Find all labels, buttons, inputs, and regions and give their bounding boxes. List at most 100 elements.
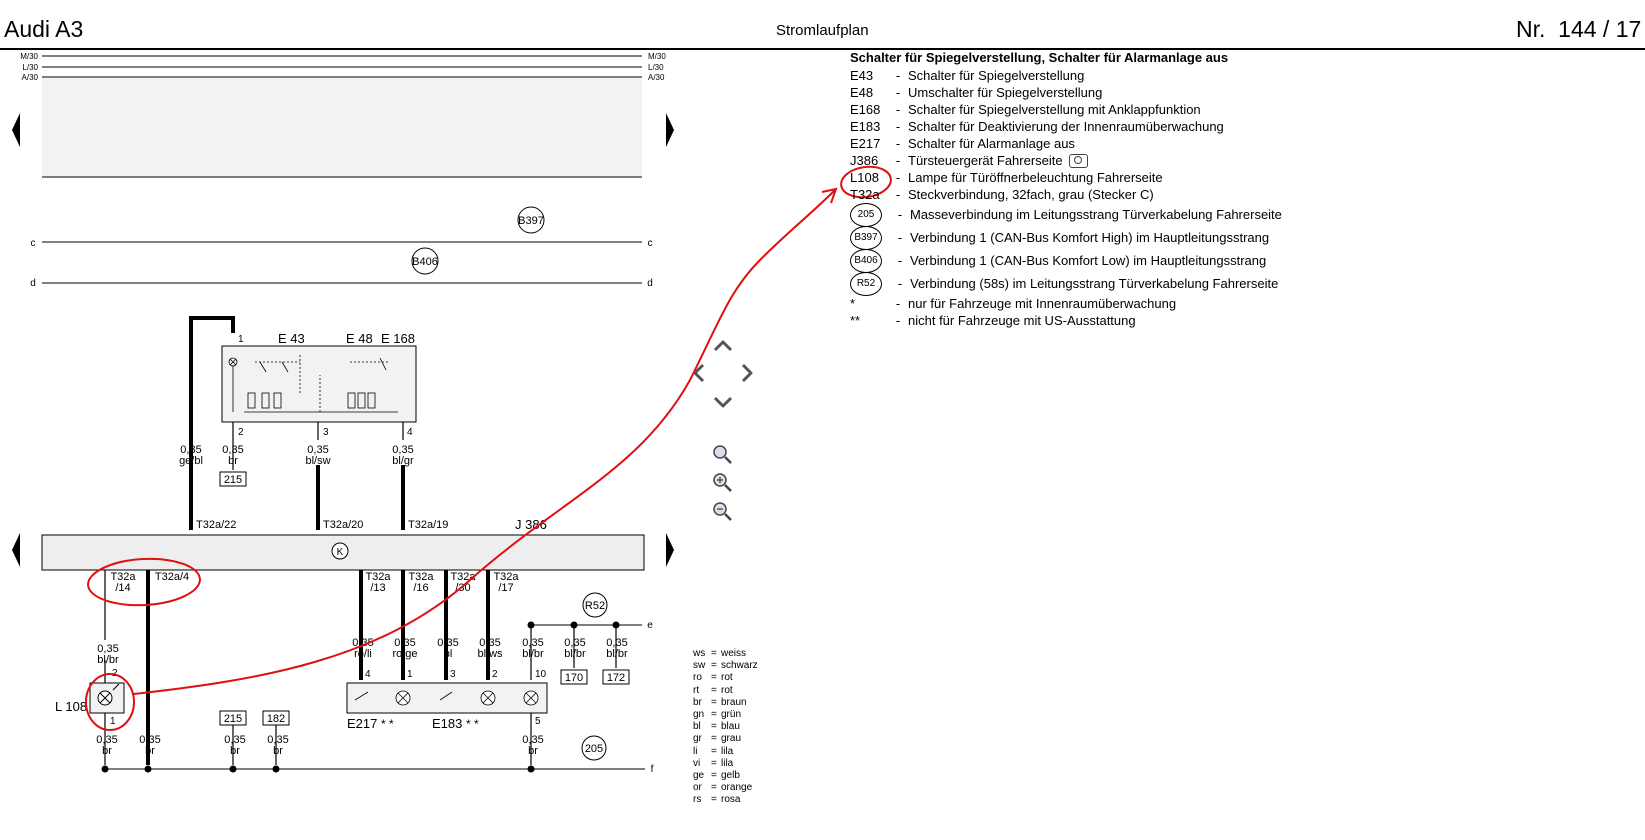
e-pin-1: 1 [407,669,413,680]
rail-label-m30-right: M/30 [648,52,666,61]
scroll-right-top-arrow[interactable] [666,113,674,147]
annotation-circle-l108 [85,673,135,731]
ref-box-170-label: 170 [565,672,583,684]
nav-down-button[interactable] [713,396,733,408]
color-key-row: vi=lila [693,757,734,769]
color-key-row: bl=blau [693,721,740,733]
terminal-t32a-19: T32a/19 [408,519,448,531]
lamp-l108-pin-2: 2 [112,668,118,679]
wire-bot1-size: 0,35 [96,734,117,746]
document-type: Stromlaufplan [776,22,869,39]
wire-170-size: 0,35 [564,637,585,649]
zoom-out-button[interactable] [713,502,732,521]
legend-circle-b406: B406 [850,248,882,273]
zoom-fit-button[interactable] [713,445,732,464]
wire-l108-color: bl/br [97,654,119,666]
ref-box-215-bottom-label: 215 [224,713,242,725]
rail-label-a30-left: A/30 [22,73,39,82]
component-e217-stars: * * [381,717,394,731]
legend-row-e217: E217-Schalter für Alarmanlage aus [850,136,1075,151]
terminal-t32a-17-b: /17 [498,582,513,594]
camera-icon[interactable] [1068,153,1088,168]
legend-note-1: *-nur für Fahrzeuge mit Innenraumüberwac… [850,296,1177,311]
wire-blgr-size: 0,35 [392,444,413,456]
nav-up-button[interactable] [713,340,733,352]
wire-bot1-color: br [102,745,112,757]
rail-label-a30-right: A/30 [648,73,665,82]
wire-blsw-size: 0,35 [307,444,328,456]
terminal-t32a-30-b: /30 [455,582,470,594]
connector-b406 [411,247,439,275]
wire-bl-color: bl [444,648,453,660]
ref-box-172-label: 172 [607,672,625,684]
connector-b406-label: B406 [412,256,438,268]
e-pin-5: 5 [535,716,541,727]
color-key-row: ge=gelb [693,770,740,782]
component-j386-label: J 386 [515,517,547,532]
component-e168-label: E 168 [381,331,415,346]
component-l108-label: L 108 [55,699,87,714]
rail-label-d-left: d [30,278,36,289]
color-key-row: gn=grün [693,709,742,721]
scroll-left-bottom-arrow[interactable] [12,533,20,567]
wire-blgr-color: bl/gr [392,455,414,467]
terminal-t32a-17-a: T32a [493,571,519,583]
wire-bot3-size: 0,35 [224,734,245,746]
ground-205-label: 205 [585,743,603,755]
can-bus-k-symbol [331,542,349,560]
wire-170-color: bl/br [564,648,586,660]
wire-roli-size: 0,35 [352,637,373,649]
legend-circle-r52: R52 [850,271,882,296]
legend-row-b397: B397-Verbindung 1 (CAN-Bus Komfort High)… [850,225,1282,250]
color-key-row: gr=grau [693,733,742,745]
scroll-right-bottom-arrow[interactable] [666,533,674,567]
rail-label-c-left: c [31,238,36,249]
wire-blsw-color: bl/sw [305,455,330,467]
color-key-row: rs=rosa [693,794,741,806]
scroll-left-top-arrow[interactable] [12,113,20,147]
wire-gebl-color: ge/bl [179,455,203,467]
terminal-t32a-16-a: T32a [408,571,434,583]
legend: Schalter für Spiegelverstellung, Schalte… [850,50,1282,329]
legend-row-e183: E183-Schalter für Deaktivierung der Inne… [850,119,1224,134]
can-bus-k-label: K [337,547,344,558]
page-title: Audi A3 [4,16,84,42]
terminal-t32a-4: T32a/4 [155,571,189,583]
legend-row-e48: E48-Umschalter für Spiegelverstellung [850,85,1103,100]
wire-bot3-color: br [230,745,240,757]
nav-right-button[interactable] [741,363,753,383]
wire-e10-color: bl/br [522,648,544,660]
component-e48-label: E 48 [346,331,373,346]
ref-box-170 [560,669,588,685]
rail-label-l30-left: L/30 [22,63,38,72]
wire-gebl [189,316,235,530]
legend-row-r52: R52-Verbindung (58s) im Leitungsstrang T… [850,271,1282,296]
wire-gebl-size: 0,35 [180,444,201,456]
wire-bot5-size: 0,35 [522,734,543,746]
legend-circle-b397: B397 [850,225,882,250]
wire-roli-color: ro/li [354,648,372,660]
wire-color-key: ws=weiss sw=schwarz ro=rot rt=rot br=bra… [693,648,758,807]
ground-205 [581,735,607,761]
e-pin-10: 10 [535,669,547,680]
color-key-row: or=orange [693,782,753,794]
terminal-t32a-14-b: /14 [115,582,130,594]
switch-module-e217-e183 [346,682,548,714]
wire-blws-size: 0,35 [479,637,500,649]
component-e43-label: E 43 [278,331,305,346]
zoom-in-button[interactable] [713,473,732,492]
legend-row-e168: E168-Schalter für Spiegelverstellung mit… [850,102,1201,117]
annotation-circle-legend-l108 [840,165,892,199]
wire-bot4-color: br [273,745,283,757]
rail-label-d-right: d [647,278,653,289]
e-pin-2: 2 [492,669,498,680]
nav-left-button[interactable] [693,363,705,383]
legend-row-b406: B406-Verbindung 1 (CAN-Bus Komfort Low) … [850,248,1282,273]
annotation-circle-terminals [87,557,201,607]
component-e183-stars: * * [466,717,479,731]
switch-module-e43-e48-e168 [221,345,417,423]
terminal-t32a-14-a: T32a [110,571,136,583]
wire-roge-size: 0,35 [394,637,415,649]
legend-row-j386: J386-Türsteuergerät Fahrerseite [850,152,1282,169]
